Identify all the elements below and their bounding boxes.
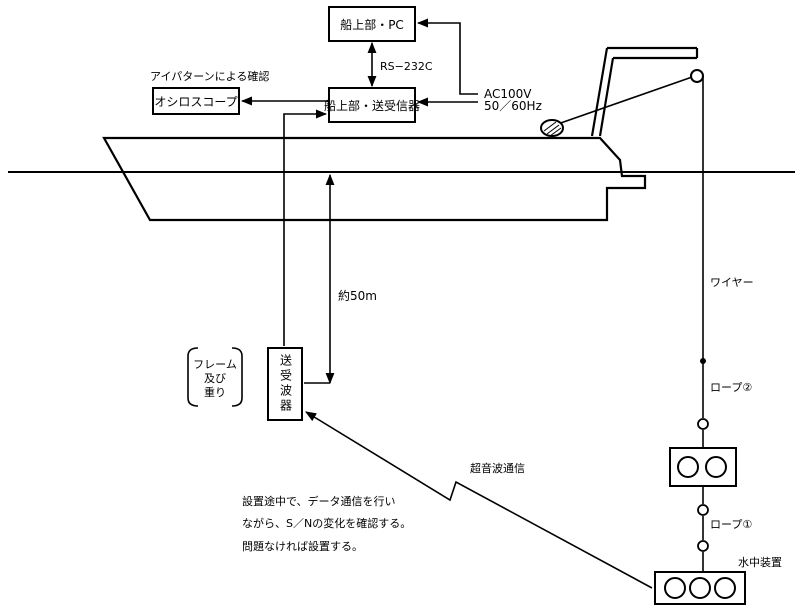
ac-power-line — [416, 18, 478, 95]
ultrasonic-link — [305, 411, 653, 589]
rope2-label: ロープ② — [710, 381, 752, 394]
rope2-ring-top — [697, 418, 709, 430]
rope1-ring-bottom — [697, 540, 709, 552]
wire-label: ワイヤー — [710, 276, 754, 289]
rope1-label: ロープ① — [710, 518, 752, 531]
ultrasonic-label: 超音波通信 — [470, 461, 525, 475]
transducer-label: 送受波器 — [279, 353, 293, 414]
note-line-3: 問題なければ設置する。 — [242, 539, 363, 553]
underwater-unit — [654, 571, 746, 605]
underwater-label: 水中装置 — [738, 556, 782, 569]
ship-transceiver-box — [328, 87, 416, 123]
wire-joint — [700, 358, 706, 364]
rs232c-label: RS−232C — [380, 60, 433, 73]
frame-label-1: フレーム — [193, 358, 237, 371]
winch-drum — [540, 119, 564, 137]
frame-bracket-left — [187, 347, 199, 407]
ac-label-line2: 50／60Hz — [484, 99, 542, 113]
frame-label-3: 重り — [204, 385, 226, 399]
float-unit — [669, 447, 737, 487]
oscilloscope-box — [152, 87, 240, 115]
transducer-box — [267, 347, 303, 421]
rope1-ring-top — [697, 504, 709, 516]
depth-label: 約50m — [338, 288, 377, 303]
oscilloscope-label: オシロスコープ — [154, 95, 237, 109]
frame-label-2: 及び — [204, 372, 226, 385]
eye-pattern-label: アイパターンによる確認 — [150, 69, 269, 83]
ship-pc-label: 船上部・PC — [340, 17, 404, 32]
ac-label-line1: AC100V — [484, 87, 532, 101]
note-line-2: ながら、S／Nの変化を確認する。 — [242, 516, 411, 530]
frame-bracket-right — [231, 347, 243, 407]
note-line-1: 設置途中で、データ通信を行い — [242, 494, 396, 508]
crane — [554, 46, 699, 137]
ship-hull — [102, 136, 647, 222]
ship-transceiver-label: 船上部・送受信器 — [324, 98, 420, 113]
ship-pc-box — [328, 6, 416, 42]
transducer-cable — [283, 109, 328, 346]
pulley — [690, 69, 704, 83]
